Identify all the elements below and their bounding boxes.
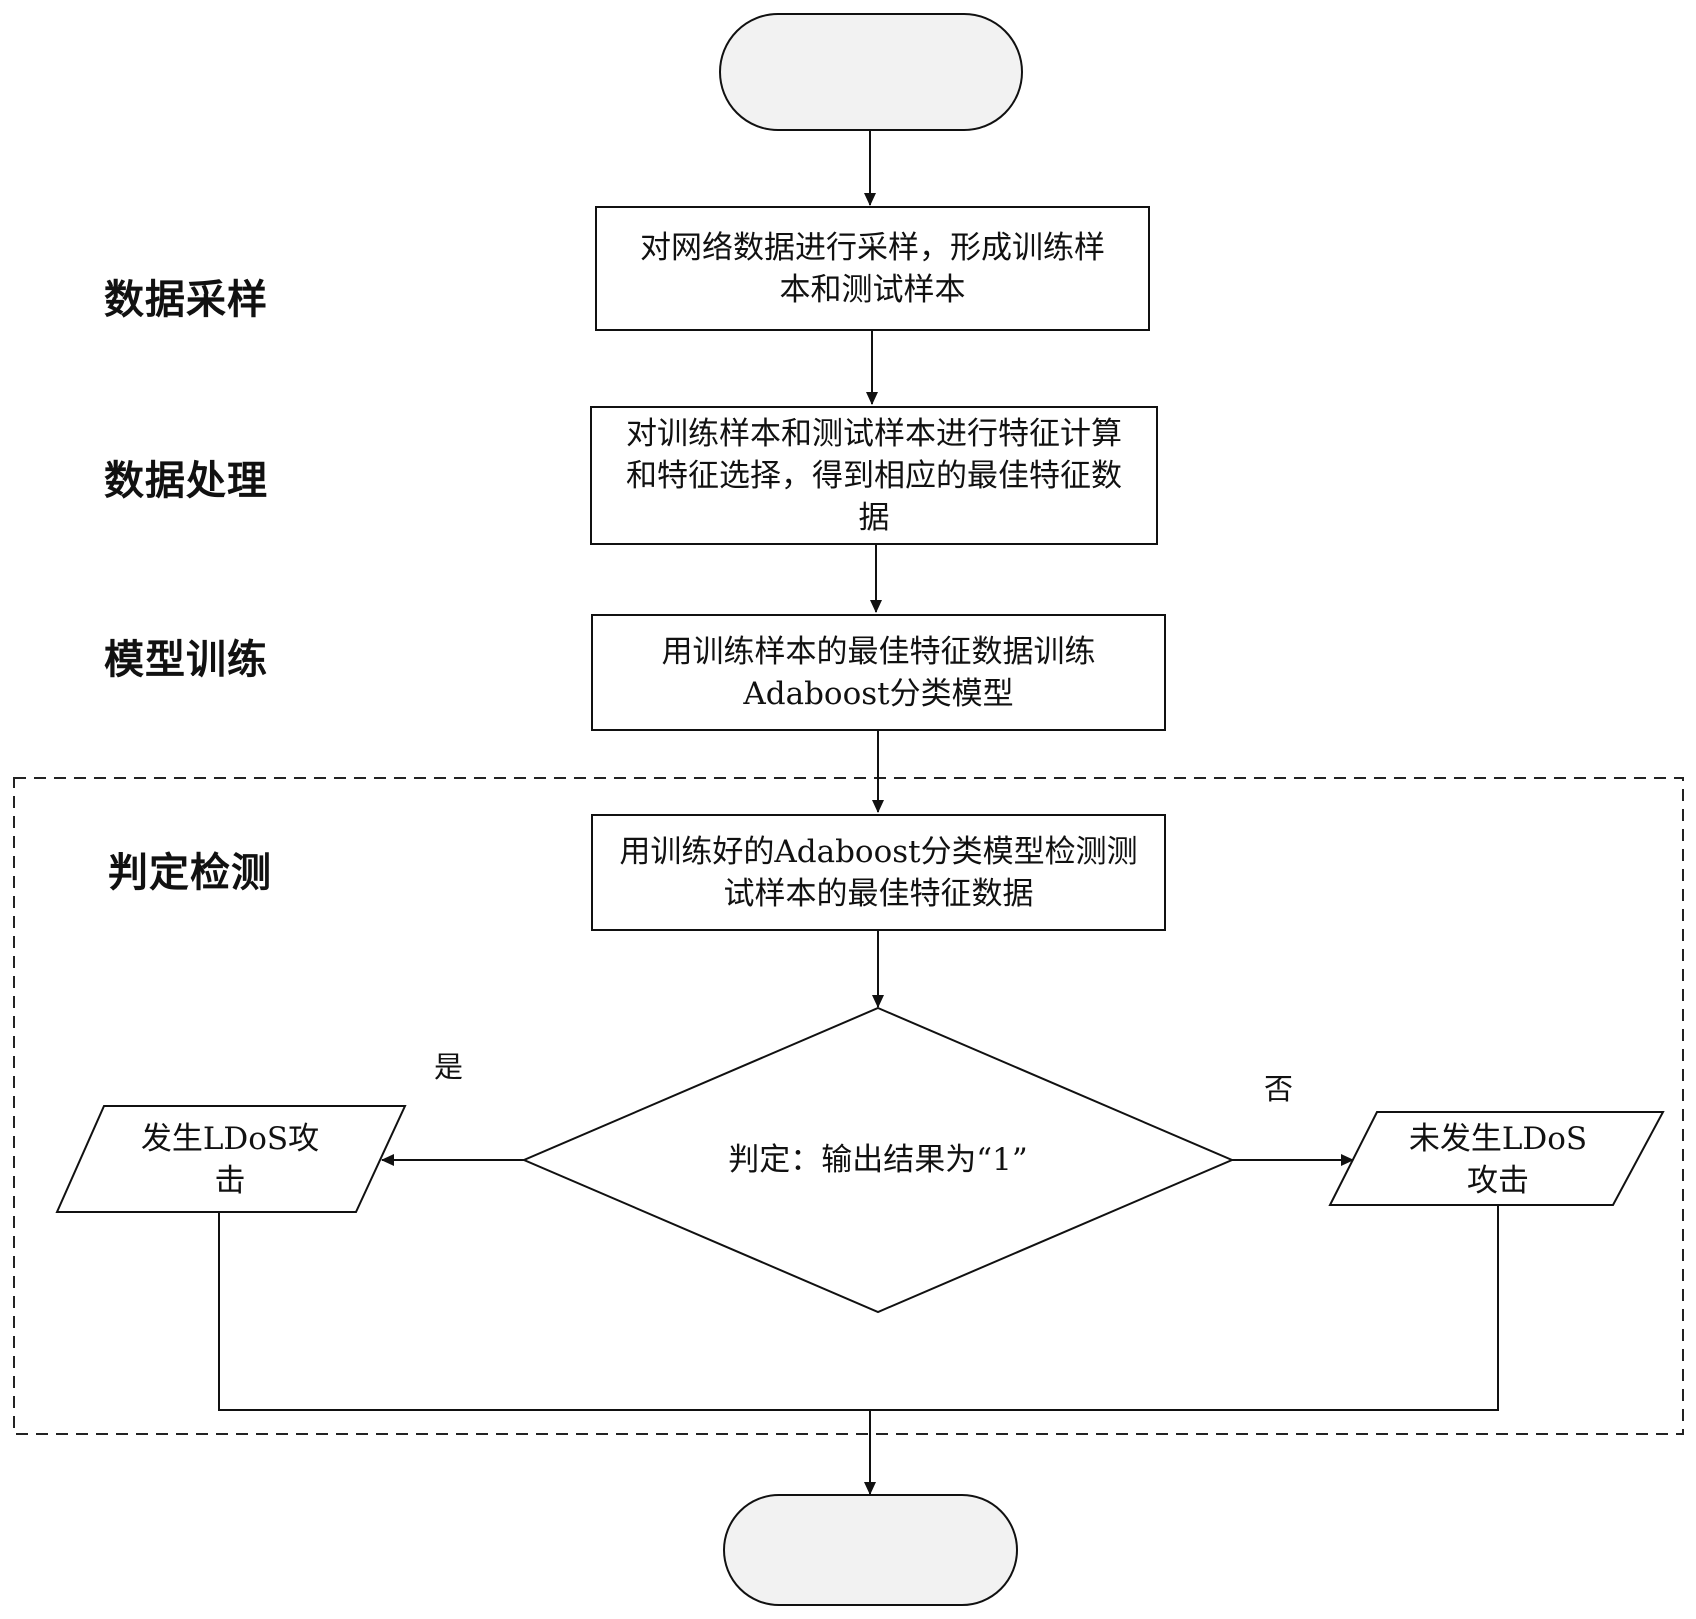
stage-label-detection: 判定检测 [108,850,272,896]
branch-no-label: 否 [1264,1072,1294,1106]
step-train-box: 用训练样本的最佳特征数据训练 Adaboost分类模型 [591,614,1166,731]
end-terminal [723,1494,1018,1606]
step-sample-box: 对网络数据进行采样，形成训练样 本和测试样本 [595,206,1150,331]
attack-output-line2: 击 [214,1163,246,1199]
step-detect-box: 用训练好的Adaboost分类模型检测测 试样本的最佳特征数据 [591,814,1166,931]
stage-label-processing: 数据处理 [104,458,268,504]
no-attack-output-line1: 未发生LDoS [1408,1121,1588,1157]
start-terminal [719,13,1023,131]
stage-label-sampling: 数据采样 [104,277,268,323]
step-feature-line1: 对训练样本和测试样本进行特征计算 [626,415,1122,452]
detection-region [13,777,1684,1435]
step-detect-line2: 试样本的最佳特征数据 [723,875,1034,912]
decision-diamond [521,1006,1235,1314]
step-feature-box: 对训练样本和测试样本进行特征计算 和特征选择，得到相应的最佳特征数 据 [590,406,1158,545]
attack-output-text: 发生LDoS攻 击 [90,1116,370,1204]
step-feature-line3: 据 [858,499,890,536]
no-attack-output-line2: 攻击 [1467,1163,1529,1199]
attack-output-line1: 发生LDoS攻 [140,1121,320,1157]
decision-label: 判定：输出结果为“1” [728,1142,1028,1178]
attack-output-shape [55,1105,407,1213]
no-attack-output-text: 未发生LDoS 攻击 [1360,1116,1636,1204]
step-sample-line2: 本和测试样本 [779,271,966,308]
branch-yes-label: 是 [434,1050,464,1084]
step-sample-line1: 对网络数据进行采样，形成训练样 [640,229,1105,266]
stage-label-training: 模型训练 [104,637,268,683]
step-feature-line2: 和特征选择，得到相应的最佳特征数 [626,457,1122,494]
merge-line [218,1205,1499,1411]
no-attack-output-shape [1328,1111,1665,1206]
step-detect-line1: 用训练好的Adaboost分类模型检测测 [619,833,1138,870]
step-train-line2: Adaboost分类模型 [743,675,1014,712]
step-train-line1: 用训练样本的最佳特征数据训练 [661,633,1096,670]
